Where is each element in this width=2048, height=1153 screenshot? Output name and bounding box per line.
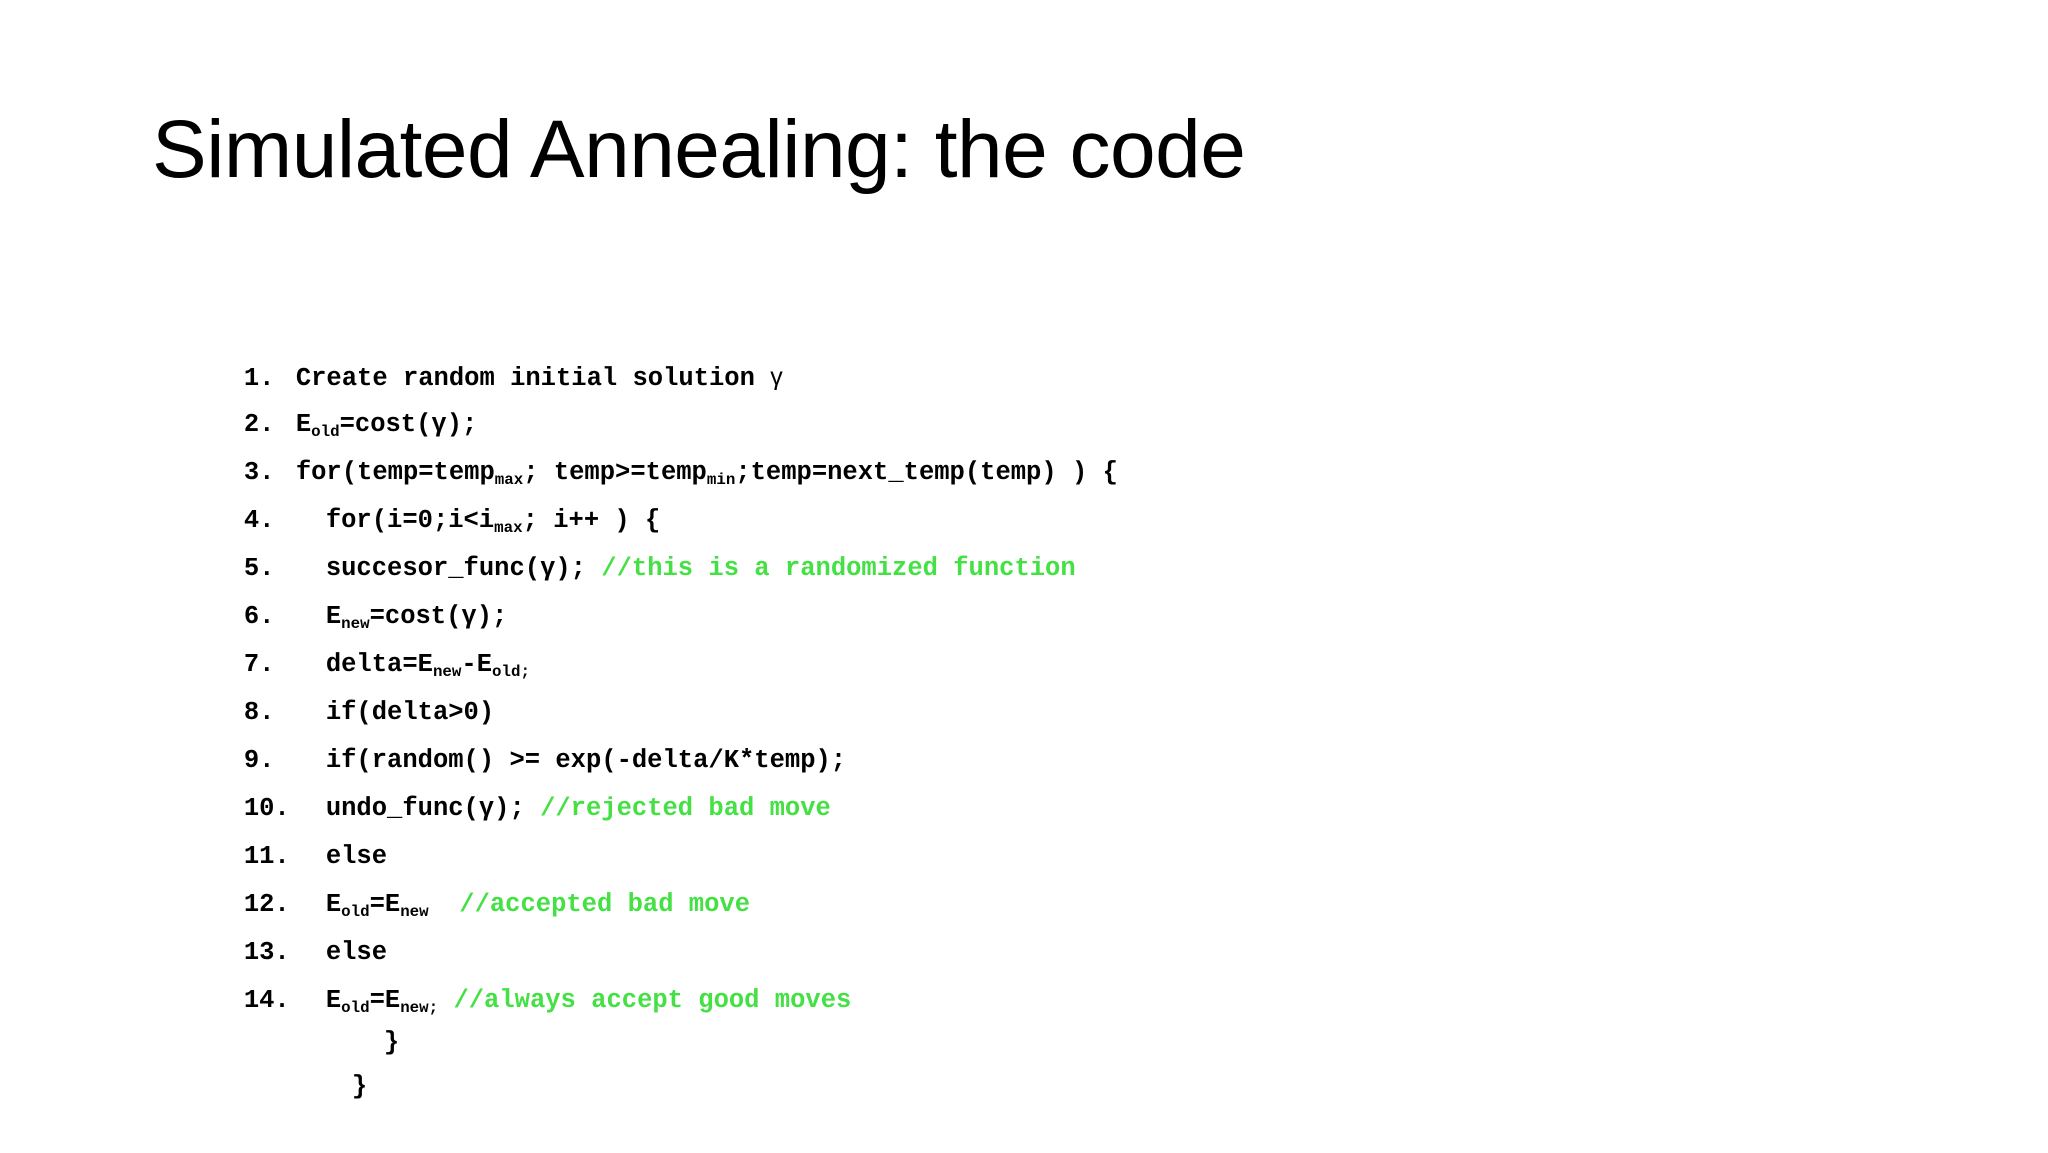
line-number: 14. (243, 986, 290, 1015)
code-line: 11. else (152, 785, 1952, 871)
code-comment: //accepted bad move (459, 890, 751, 919)
code-fragment: delta=E (325, 650, 433, 679)
code-fragment: succesor_func(γ); (325, 554, 602, 583)
subscript: old; (492, 663, 530, 682)
code-line: 5. succesor_func(γ); //this is a randomiz… (152, 497, 1952, 583)
closing-brace: } (383, 1028, 400, 1057)
code-fragment: undo_func(γ); (325, 794, 541, 823)
line-number: 6. (243, 602, 275, 631)
code-text: Eold=Enew //accepted bad move (296, 890, 751, 922)
code-text: Eold=Enew; //always accept good moves (296, 986, 852, 1018)
subscript: new (341, 615, 370, 634)
subscript: old (341, 903, 370, 922)
subscript: new (400, 903, 429, 922)
code-fragment: for(i=0;i<i (325, 506, 495, 535)
code-line: 7.delta=Enew-Eold; (152, 593, 1952, 680)
code-line: 13. else (152, 881, 1952, 967)
code-line: 2. Eold=cost(γ); (152, 353, 1952, 440)
code-fragment: ;temp=next_temp(temp) ) { (735, 458, 1118, 487)
code-text: for(i=0;i<imax; i++ ) { (296, 506, 661, 538)
line-number: 3. (243, 458, 275, 487)
gamma-symbol: γ (770, 363, 783, 391)
line-number: 8. (243, 698, 275, 727)
line-number: 4. (243, 506, 275, 535)
code-line: 3. for(temp=tempmax; temp>=tempmin;temp=n… (152, 401, 1952, 488)
code-line: 9. if(random() >= exp(-delta/K*temp); (152, 689, 1952, 775)
code-line: 8. if(delta>0) (152, 641, 1952, 727)
line-number: 2. (243, 410, 275, 439)
line-number: 12. (243, 890, 290, 919)
closing-brace: } (351, 1072, 368, 1101)
code-fragment (438, 986, 453, 1015)
line-number: 10. (243, 794, 290, 823)
code-fragment: =cost(γ); (339, 410, 478, 439)
subscript: min (706, 471, 736, 490)
code-text: else (325, 842, 388, 871)
code-text: undo_func(γ); //rejected bad move (296, 794, 831, 823)
code-line: 14.Eold=Enew; //always accept good moves (152, 929, 1952, 1016)
subscript: max (494, 471, 524, 490)
code-line: 12.Eold=Enew //accepted bad move (152, 833, 1952, 920)
code-line: 1. Create random initial solution γ (152, 305, 1952, 393)
code-text: Enew=cost(γ); (296, 602, 508, 634)
code-listing: 1. Create random initial solution γ 2. Eol… (152, 305, 1952, 1101)
code-comment: //always accept good moves (453, 986, 852, 1015)
code-fragment: =cost(γ); (369, 602, 508, 631)
code-fragment: =E (369, 890, 401, 919)
line-number: 7. (243, 650, 275, 679)
line-number: 11. (243, 842, 290, 871)
code-fragment: =E (369, 986, 401, 1015)
code-fragment (429, 890, 460, 919)
code-text: for(temp=tempmax; temp>=tempmin;temp=nex… (295, 458, 1118, 490)
code-text: else (325, 938, 388, 967)
line-number: 9. (243, 746, 275, 775)
line-number: 13. (243, 938, 290, 967)
code-fragment: -E (461, 650, 493, 679)
code-text: if(random() >= exp(-delta/K*temp); (325, 746, 847, 775)
subscript: max (494, 519, 523, 538)
code-comment: //this is a randomized function (601, 554, 1076, 583)
closing-brace-line: } (152, 1021, 1952, 1101)
line-number: 1. (243, 364, 275, 393)
code-text: succesor_func(γ); //this is a randomized… (296, 554, 1076, 583)
code-fragment: ; temp>=temp (523, 458, 707, 487)
code-text: Eold=cost(γ); (295, 410, 478, 442)
closing-brace-line: } (152, 977, 1952, 1057)
code-fragment: ; i++ ) { (522, 506, 661, 535)
code-text: Create random initial solution γ (295, 363, 783, 393)
code-comment: //rejected bad move (540, 794, 831, 823)
code-text: if(delta>0) (325, 698, 495, 727)
code-line: 4.for(i=0;i<imax; i++ ) { (152, 449, 1952, 536)
subscript: old (341, 999, 370, 1018)
code-fragment: E (295, 410, 312, 439)
subscript: new; (400, 999, 439, 1018)
page-title: Simulated Annealing: the code (152, 104, 1246, 195)
subscript: new (432, 663, 462, 682)
code-line: 10.undo_func(γ); //rejected bad move (152, 737, 1952, 823)
code-fragment: Create random initial solution (295, 364, 771, 393)
code-fragment: E (325, 602, 342, 631)
line-number: 5. (243, 554, 275, 583)
code-fragment: for(temp=temp (295, 458, 495, 487)
code-fragment: E (325, 890, 342, 919)
code-fragment: E (325, 986, 342, 1015)
subscript: old (311, 423, 340, 442)
code-line: 6. Enew=cost(γ); (152, 545, 1952, 632)
code-text: delta=Enew-Eold; (296, 650, 530, 682)
